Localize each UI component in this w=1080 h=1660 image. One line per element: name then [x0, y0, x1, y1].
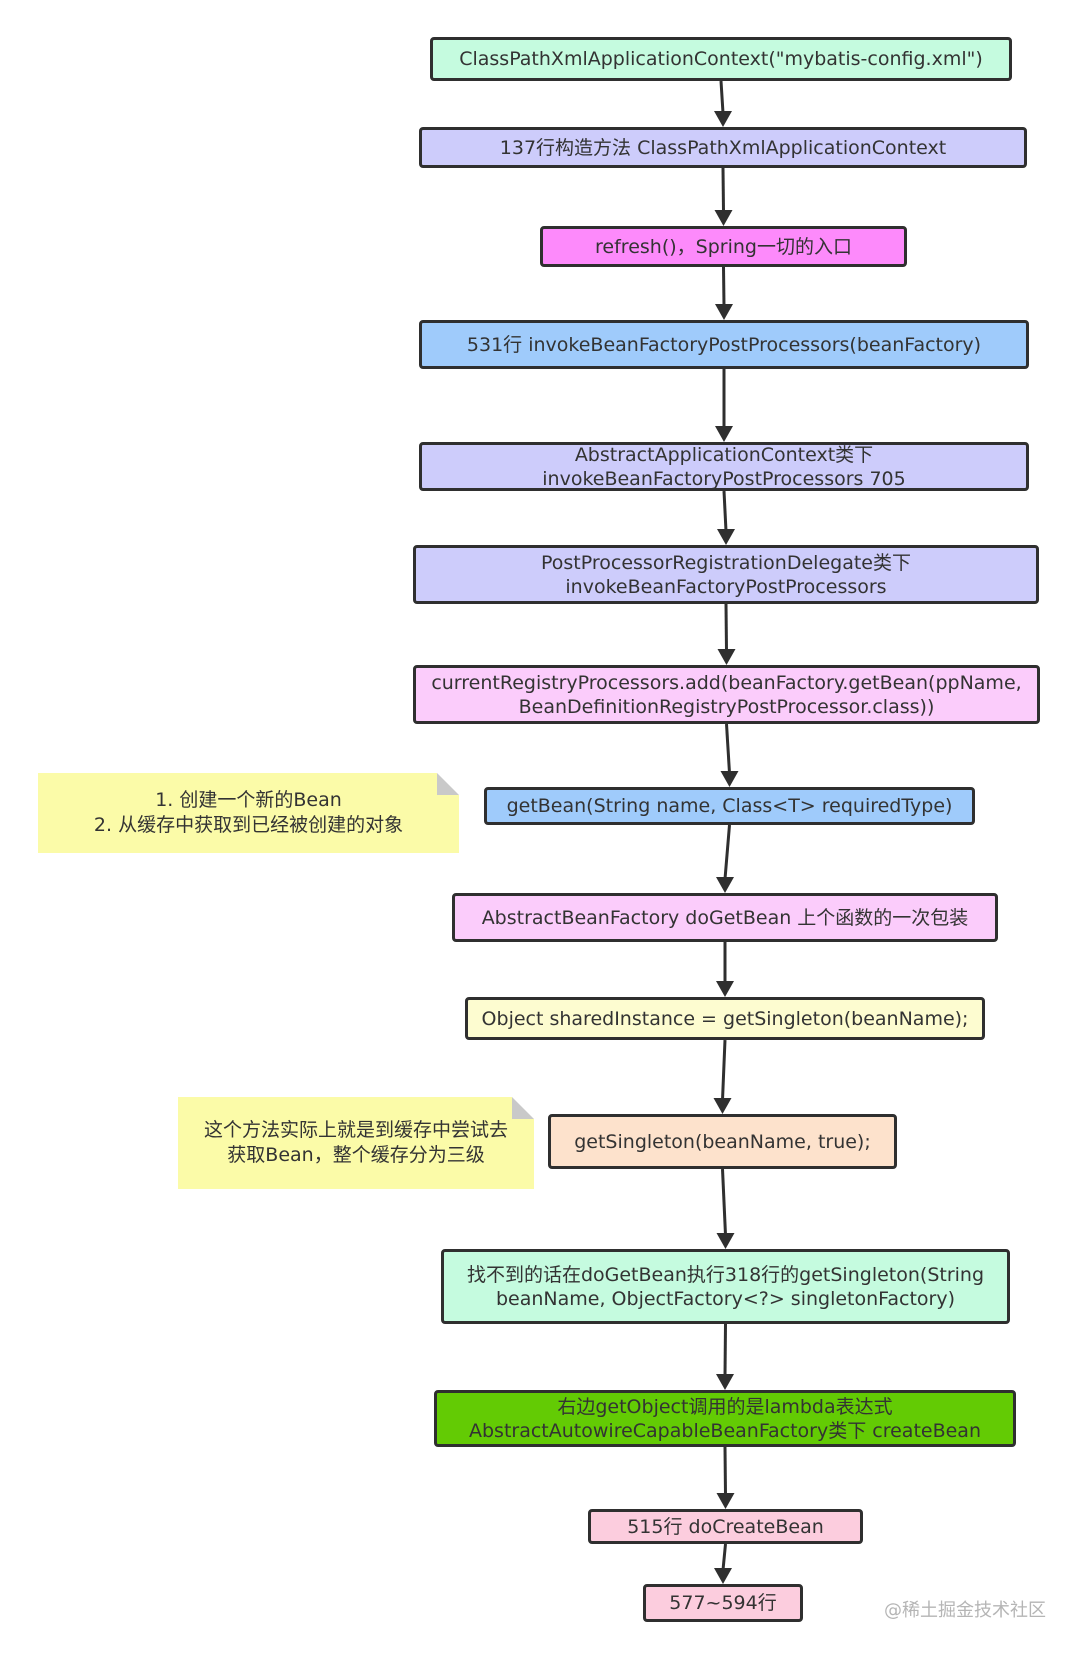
flow-arrowhead: [720, 771, 739, 787]
flow-arrow: [717, 490, 735, 545]
flow-node-text: invokeBeanFactoryPostProcessors: [565, 575, 887, 598]
flow-arrow: [716, 1168, 735, 1249]
flow-node-15: 577~594行: [643, 1584, 803, 1622]
flow-arrow: [714, 167, 733, 226]
flow-node-1: ClassPathXmlApplicationContext("mybatis-…: [430, 37, 1012, 81]
flow-arrow-line: [722, 490, 728, 532]
sticky-note-text: 1. 创建一个新的Bean: [155, 789, 342, 811]
sticky-note-text: 获取Bean，整个缓存分为三级: [227, 1144, 485, 1166]
flow-arrow-line: [723, 824, 731, 880]
flow-arrow: [715, 266, 733, 320]
flow-node-10: Object sharedInstance = getSingleton(bea…: [465, 997, 985, 1040]
flow-arrow-line: [725, 723, 731, 774]
flow-node-text: 找不到的话在doGetBean执行318行的getSingleton(Strin…: [466, 1263, 985, 1286]
flow-node-text: 577~594行: [669, 1592, 777, 1614]
flow-node-text: AbstractApplicationContext类下: [574, 443, 874, 466]
flow-arrow-line: [722, 266, 726, 307]
flow-node-2: 137行构造方法 ClassPathXmlApplicationContext: [419, 127, 1027, 168]
flow-node-text: getSingleton(beanName, true);: [574, 1130, 871, 1153]
flow-arrowhead: [716, 1374, 734, 1390]
flow-arrowhead: [714, 111, 732, 127]
flow-arrow: [715, 369, 733, 442]
flow-node-text: Object sharedInstance = getSingleton(bea…: [481, 1007, 969, 1030]
flow-node-3: refresh()，Spring一切的入口: [540, 226, 907, 267]
flow-arrow-line: [719, 80, 725, 114]
flow-arrowhead: [717, 649, 736, 665]
flow-node-11: getSingleton(beanName, true);: [548, 1114, 897, 1169]
flow-node-text: getBean(String name, Class<T> requiredTy…: [506, 795, 953, 817]
flow-arrowhead: [714, 1568, 732, 1584]
flow-arrow-line: [724, 603, 728, 652]
flow-node-text: invokeBeanFactoryPostProcessors 705: [542, 467, 906, 490]
flow-node-text: 137行构造方法 ClassPathXmlApplicationContext: [499, 136, 947, 159]
flow-node-text: 531行 invokeBeanFactoryPostProcessors(bea…: [466, 333, 982, 356]
flow-arrow: [714, 1543, 732, 1584]
flow-arrow: [717, 603, 736, 665]
flow-node-14: 515行 doCreateBean: [588, 1509, 863, 1544]
flow-node-text: AbstractBeanFactory doGetBean 上个函数的一次包装: [481, 906, 969, 929]
flow-arrow-line: [721, 1168, 727, 1236]
flow-node-12: 找不到的话在doGetBean执行318行的getSingleton(Strin…: [441, 1249, 1010, 1324]
flow-arrow: [720, 723, 739, 787]
note-fold-corner: [512, 1097, 534, 1119]
flow-arrow-line: [723, 1446, 727, 1496]
flow-arrow-line: [721, 1543, 727, 1571]
flow-node-text: PostProcessorRegistrationDelegate类下: [541, 551, 911, 574]
flow-arrow: [716, 942, 734, 997]
note-fold-corner: [437, 773, 459, 795]
flow-arrowhead: [716, 981, 734, 997]
flow-node-text: 右边getObject调用的是lambda表达式: [557, 1395, 893, 1418]
flow-arrow: [714, 80, 732, 127]
flow-node-8: getBean(String name, Class<T> requiredTy…: [484, 787, 975, 825]
flow-node-4: 531行 invokeBeanFactoryPostProcessors(bea…: [419, 320, 1029, 369]
flow-arrowhead: [715, 426, 733, 442]
flow-node-text: beanName, ObjectFactory<?> singletonFact…: [495, 1287, 955, 1310]
flow-node-text: 515行 doCreateBean: [627, 1515, 824, 1538]
watermark: @稀土掘金技术社区: [884, 1600, 1046, 1621]
sticky-note-text: 2. 从缓存中获取到已经被创建的对象: [93, 814, 404, 836]
flow-node-7: currentRegistryProcessors.add(beanFactor…: [413, 665, 1040, 724]
flow-arrow-line: [721, 167, 725, 213]
flow-arrowhead: [717, 529, 735, 545]
flow-arrowhead: [713, 1098, 732, 1114]
flow-arrow: [716, 1323, 734, 1390]
sticky-note-text: 这个方法实际上就是到缓存中尝试去: [203, 1119, 508, 1141]
sticky-note-1: 1. 创建一个新的Bean 2. 从缓存中获取到已经被创建的对象: [38, 773, 459, 853]
flow-node-text: BeanDefinitionRegistryPostProcessor.clas…: [518, 695, 935, 718]
flow-arrowhead: [715, 304, 733, 320]
flow-arrowhead: [714, 210, 733, 226]
flow-node-text: AbstractAutowireCapableBeanFactory类下 cre…: [469, 1419, 981, 1442]
flow-arrowhead: [716, 1493, 735, 1509]
flow-arrow: [716, 824, 734, 893]
flow-arrow: [716, 1446, 735, 1509]
flow-arrow: [713, 1039, 732, 1114]
flow-node-9: AbstractBeanFactory doGetBean 上个函数的一次包装: [452, 893, 998, 942]
sticky-note-2: 这个方法实际上就是到缓存中尝试去获取Bean，整个缓存分为三级: [178, 1097, 534, 1189]
flow-arrow-line: [721, 1039, 727, 1101]
flow-node-text: ClassPathXmlApplicationContext("mybatis-…: [459, 48, 983, 70]
flow-node-text: currentRegistryProcessors.add(beanFactor…: [431, 671, 1022, 694]
flow-arrowhead: [716, 877, 734, 893]
flow-arrowhead: [716, 1233, 735, 1249]
flow-arrow-line: [723, 1323, 727, 1377]
flow-node-text: refresh()，Spring一切的入口: [595, 235, 852, 258]
